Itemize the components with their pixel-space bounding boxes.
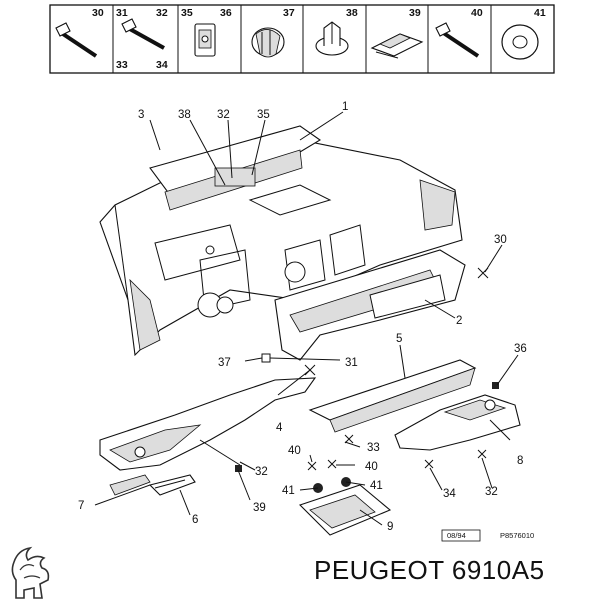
callout-31: 31 [345, 357, 358, 369]
peugeot-lion-logo [11, 546, 50, 599]
header-label-31: 31 [116, 7, 128, 19]
header-label-40: 40 [471, 7, 483, 19]
washer-icon [501, 24, 539, 60]
callout-32: 32 [217, 109, 230, 121]
callout-1: 1 [342, 101, 348, 113]
header-label-41: 41 [534, 7, 546, 19]
callout-34: 34 [443, 488, 456, 500]
fastener-marks [235, 267, 499, 472]
callout-9: 9 [387, 521, 393, 533]
footer-codes: 08/94 P8576010 [441, 529, 534, 542]
callout-41-left: 41 [282, 485, 295, 497]
plastic-clip-icon [315, 21, 349, 56]
header-label-38: 38 [346, 7, 358, 19]
screw-icon [435, 22, 481, 58]
callout-6: 6 [192, 514, 198, 526]
screw-icon [121, 18, 167, 50]
reference-code: P8576010 [500, 531, 534, 540]
header-label-36: 36 [220, 7, 232, 19]
callout-3: 3 [138, 109, 144, 121]
callout-2: 2 [456, 315, 462, 327]
header-label-34: 34 [156, 59, 168, 71]
date-code: 08/94 [447, 531, 466, 540]
part-5-rail [308, 359, 477, 433]
brand-part-number: PEUGEOT 6910A5 [314, 555, 545, 585]
fastener-header-strip: 30 31 32 33 34 35 36 37 [49, 4, 555, 74]
callout-41-right: 41 [370, 480, 383, 492]
dashboard-assembly [99, 125, 463, 357]
callout-33: 33 [367, 442, 380, 454]
callout-32-right: 32 [485, 486, 498, 498]
callout-36: 36 [514, 343, 527, 355]
push-rivet-icon [251, 27, 285, 58]
callout-39: 39 [253, 502, 266, 514]
callout-labels: 3 38 32 35 1 30 2 5 36 37 31 4 33 40 40 … [78, 101, 527, 533]
callout-4: 4 [276, 422, 283, 434]
callout-5: 5 [396, 333, 402, 345]
header-label-32: 32 [156, 7, 168, 19]
part-8-bracket [394, 394, 521, 451]
spring-clip-icon [370, 33, 424, 59]
header-label-33: 33 [116, 59, 128, 71]
screw-icon [55, 22, 99, 58]
header-label-35: 35 [181, 7, 193, 19]
header-label-37: 37 [283, 7, 295, 19]
callout-40-right: 40 [365, 461, 378, 473]
callout-30: 30 [494, 234, 507, 246]
callout-38: 38 [178, 109, 191, 121]
leader-lines [94, 111, 519, 526]
part-4-lower-panel [99, 377, 317, 471]
clip-nut-icon [194, 23, 216, 57]
callout-32-lower: 32 [255, 466, 268, 478]
callout-8: 8 [517, 455, 523, 467]
callout-35: 35 [257, 109, 270, 121]
header-label-39: 39 [409, 7, 421, 19]
part-9-tray [298, 477, 392, 536]
header-label-30: 30 [92, 7, 104, 19]
callout-37: 37 [218, 357, 231, 369]
part-6-7-small-pieces [109, 474, 196, 496]
callout-7: 7 [78, 500, 84, 512]
callout-40-left: 40 [288, 445, 301, 457]
part-2-lower-frame [274, 249, 466, 361]
